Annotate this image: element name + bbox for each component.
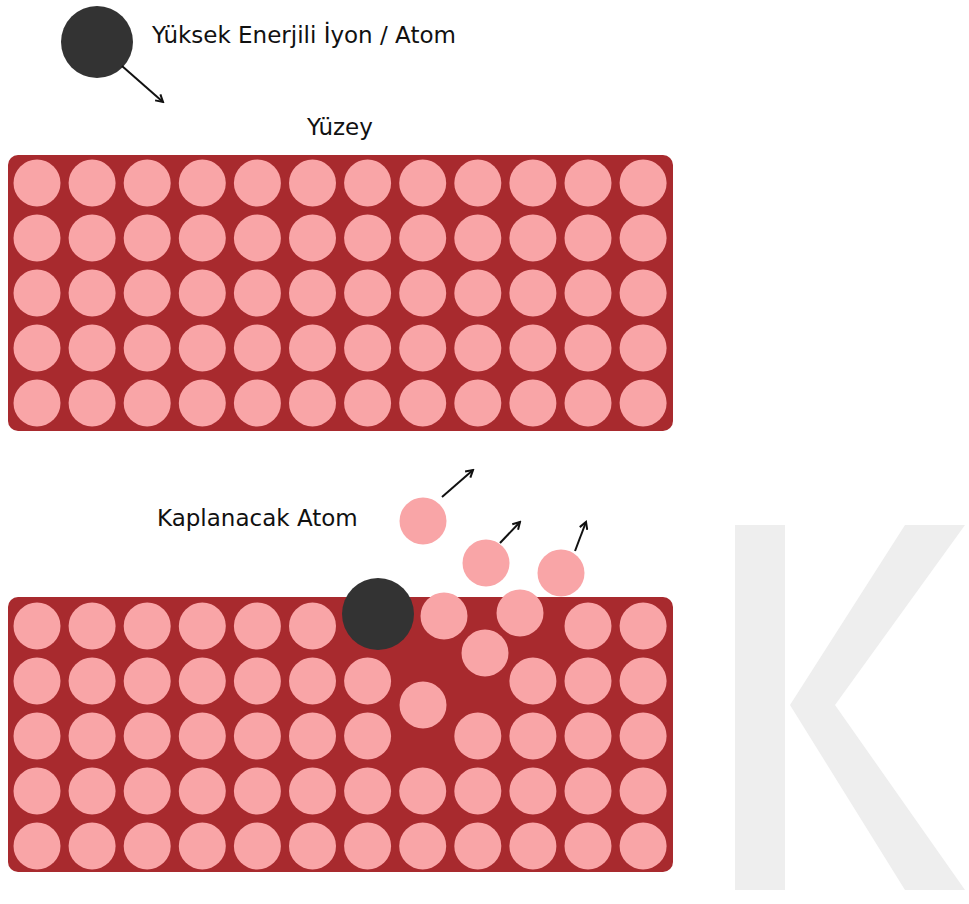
sputtered-slab	[8, 470, 673, 872]
surface-slab	[8, 155, 673, 431]
incoming-ion	[61, 6, 163, 102]
surface-label: Yüzey	[307, 114, 373, 142]
ion-label: Yüksek Enerjili İyon / Atom	[152, 22, 456, 50]
watermark	[735, 525, 965, 890]
target-atom-label: Kaplanacak Atom	[157, 505, 358, 533]
